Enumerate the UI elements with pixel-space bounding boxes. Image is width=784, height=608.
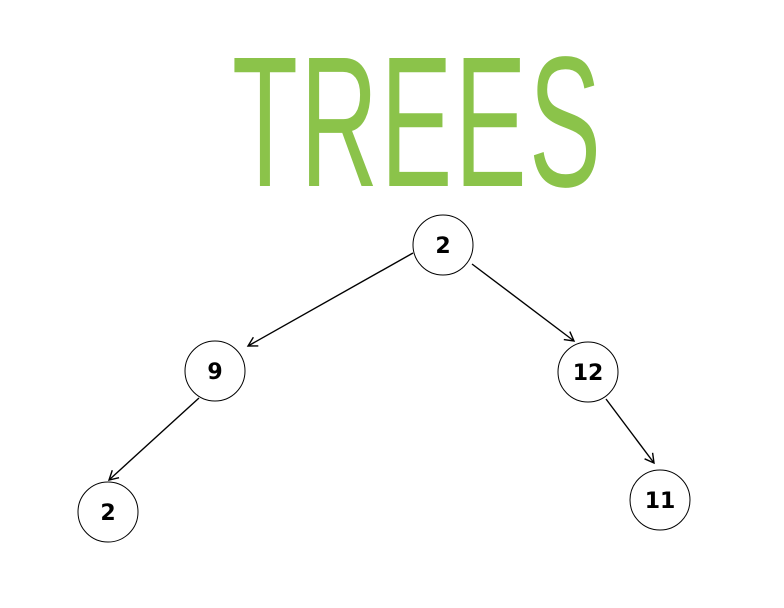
tree-node-left-left: 2 xyxy=(77,481,139,543)
edge-right-rightright xyxy=(605,398,655,465)
tree-node-right: 12 xyxy=(557,341,619,403)
node-label: 9 xyxy=(207,360,222,385)
node-circle xyxy=(412,214,474,276)
edge-root-left xyxy=(246,252,414,347)
edge-left-leftleft xyxy=(107,397,200,481)
node-label: 2 xyxy=(100,501,115,526)
node-label: 2 xyxy=(435,234,450,259)
node-circle xyxy=(77,481,139,543)
node-circle xyxy=(557,341,619,403)
edges xyxy=(107,252,655,481)
tree-node-right-right: 11 xyxy=(629,469,691,531)
node-label: 12 xyxy=(573,361,604,386)
node-circle xyxy=(629,469,691,531)
tree-node-root: 2 xyxy=(412,214,474,276)
node-circle xyxy=(184,340,246,402)
node-label: 11 xyxy=(645,489,676,514)
edge-root-right xyxy=(471,263,576,342)
tree-node-left: 9 xyxy=(184,340,246,402)
